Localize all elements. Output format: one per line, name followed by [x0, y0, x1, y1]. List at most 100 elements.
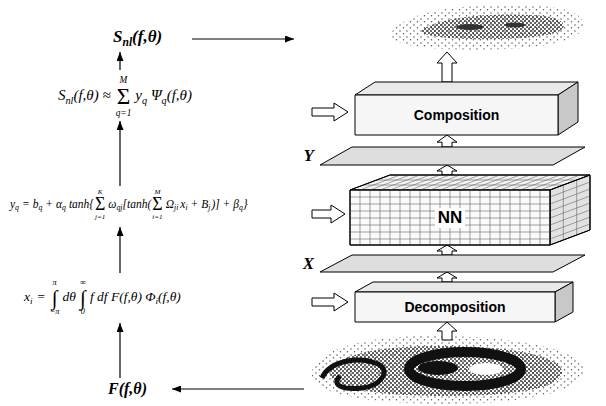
formula-term: (f,θ) [132, 27, 162, 46]
box-edge [350, 190, 550, 191]
operator-limit: π [53, 279, 57, 287]
box-label: Composition [414, 107, 500, 123]
formula-term: x [24, 289, 30, 304]
box-side-face [558, 82, 578, 135]
output-plane: Y [320, 147, 585, 165]
formula-term: Ω [166, 198, 174, 210]
node-outline [350, 175, 590, 245]
box-front-face [355, 292, 555, 322]
formula: xi=π∫−πdθ∞∫0f df F(f,θ) Φi(f,θ) [24, 279, 181, 317]
grid-line [430, 175, 470, 190]
box-edge [550, 190, 551, 245]
grid-line [360, 175, 400, 190]
operator-limit: j=1 [95, 214, 105, 221]
subscript: i [156, 296, 159, 306]
grid-line [400, 190, 401, 245]
box-label: NN [435, 208, 466, 228]
subscript: j [208, 203, 210, 212]
hollow-arrow [437, 165, 457, 175]
grid-line [410, 190, 411, 245]
grid-line [470, 175, 510, 190]
output-spectrum-plot [391, 5, 584, 50]
neural-network-box: NN [350, 175, 590, 245]
formula-term: = b [22, 198, 38, 210]
operator-limit: q=1 [116, 109, 132, 118]
step-arrow [119, 227, 120, 273]
formula-term: ω [108, 198, 116, 210]
composition-box: Composition [355, 82, 578, 135]
grid-line [550, 189, 590, 204]
grid-line [390, 175, 430, 190]
hollow-arrow [312, 103, 348, 121]
grid-line [490, 190, 491, 245]
grid-line [520, 175, 560, 190]
operator-group: MΣi=1 [152, 189, 162, 221]
hollow-arrow [437, 52, 457, 82]
subscript: i [30, 296, 33, 306]
formula-term: dθ [63, 289, 76, 304]
formula: yq= bq+ αqtanh{KΣj=1ωqj[tanh(MΣi=1Ωjixi+… [10, 189, 248, 221]
formula-term: [tanh( [123, 198, 152, 210]
hollow-arrow [312, 205, 345, 223]
operator-group: KΣj=1 [95, 189, 105, 221]
hollow-arrow [437, 322, 457, 340]
grid-line [500, 175, 540, 190]
grid-line [550, 224, 590, 239]
plane-shape [320, 255, 585, 272]
plot-blob [456, 24, 484, 30]
grid-line [350, 204, 550, 205]
operator-limit: ∞ [80, 279, 86, 287]
grid-line [350, 232, 550, 233]
box-side-face [550, 175, 590, 245]
hollow-arrow [437, 245, 457, 255]
formula-term: x [180, 198, 185, 210]
grid-line [360, 190, 361, 245]
layer-label: Y [304, 146, 314, 166]
grid-line [470, 190, 471, 245]
grid-line [363, 185, 563, 186]
formula-term: Ψ [151, 87, 162, 103]
operator-group: ∞∫0 [80, 279, 86, 317]
box-top-face [355, 82, 578, 95]
formula-term: tanh{ [69, 198, 94, 210]
flow-arrow [172, 388, 304, 389]
grid-line [530, 190, 531, 245]
grid-line [370, 190, 371, 245]
box-front-face [350, 190, 550, 245]
grid-line [530, 175, 570, 190]
subscript: q [62, 203, 66, 212]
formula-term: + B [191, 198, 209, 210]
operator-limit: 0 [81, 308, 85, 316]
grid-line [540, 190, 541, 245]
formula: Snl(f,θ) ≈MΣq=1yqΨq(f,θ) [58, 76, 192, 118]
grid-line [576, 180, 577, 235]
subscript: ji [174, 203, 178, 212]
operator-limit: i=1 [152, 214, 162, 221]
formula-term: = [37, 289, 46, 304]
operator-symbol: Σ [117, 85, 131, 108]
grid-line [380, 190, 381, 245]
grid-line [430, 190, 431, 245]
operator-symbol: Σ [152, 196, 162, 214]
subscript: nl [122, 36, 132, 49]
grid-line [490, 175, 530, 190]
subscript: q [239, 203, 243, 212]
speckle-core [422, 15, 564, 40]
operator-limit: −π [50, 308, 60, 316]
grid-line [380, 175, 420, 190]
formula: Snl(f,θ) [113, 28, 162, 50]
step-arrow [119, 52, 120, 70]
contour-core [418, 361, 458, 375]
formula: F(f,θ) [108, 380, 147, 398]
grid-line [563, 185, 564, 240]
subscript: i [185, 203, 187, 212]
hollow-arrow [437, 135, 457, 147]
subscript: q [162, 95, 167, 106]
grid-line [390, 190, 391, 245]
operator-limit: K [98, 189, 103, 196]
grid-line [400, 175, 440, 190]
box-edge [550, 175, 590, 190]
hollow-arrow [437, 272, 457, 282]
box-outline [350, 175, 590, 245]
